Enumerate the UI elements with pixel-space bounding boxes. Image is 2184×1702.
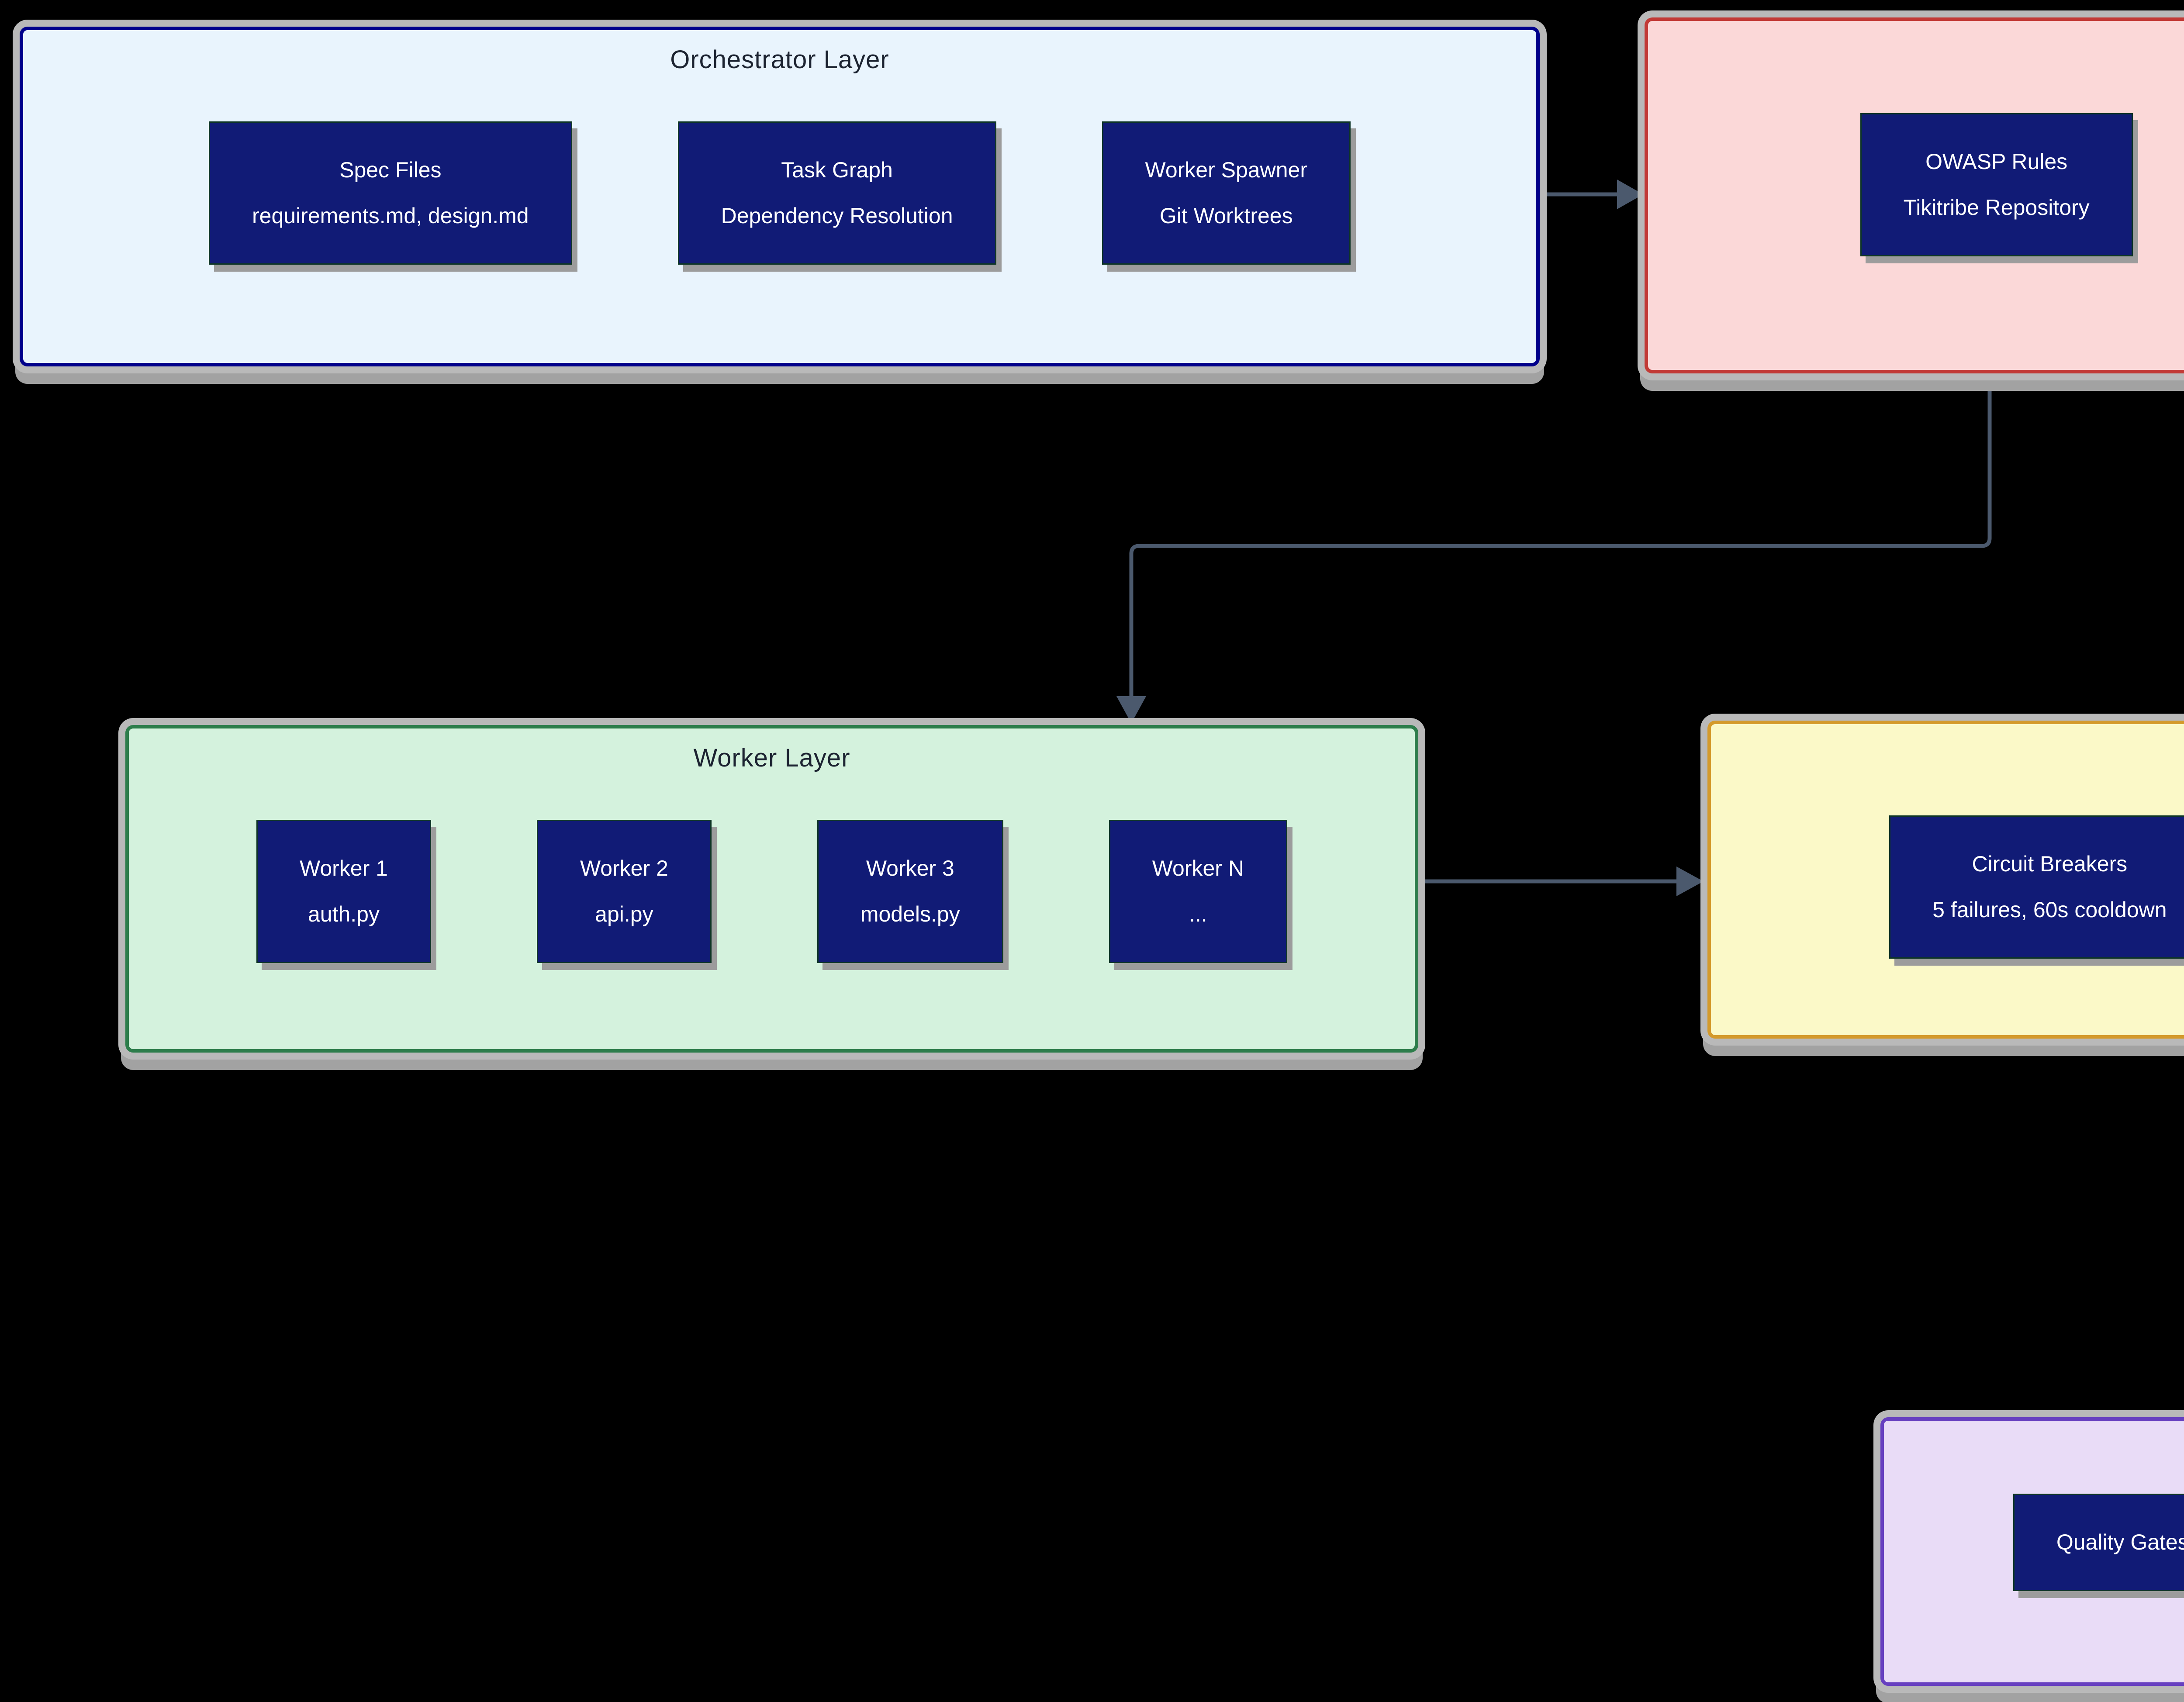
node-line: Tikitribe Repository bbox=[1903, 195, 2090, 220]
arrow-worker-to-resilience bbox=[1419, 867, 1704, 896]
node-quality-gates: Quality Gates bbox=[2013, 1493, 2184, 1591]
node-line: Worker Spawner bbox=[1145, 158, 1307, 182]
node-owasp-rules: OWASP Rules Tikitribe Repository bbox=[1860, 113, 2133, 256]
node-line: Task Graph bbox=[781, 158, 893, 182]
node-worker-n: Worker N ... bbox=[1109, 820, 1287, 963]
node-line: api.py bbox=[595, 902, 653, 926]
orchestrator-layer-container: Orchestrator Layer Spec Files requiremen… bbox=[20, 27, 1540, 366]
resilience-nodes-row: Circuit Breakers 5 failures, 60s cooldow… bbox=[1711, 793, 2184, 981]
output-layer-container: Output Layer Quality Gates Level Merge A… bbox=[1880, 1417, 2184, 1686]
arrow-orchestrator-to-security bbox=[1541, 180, 1643, 209]
worker-nodes-row: Worker 1 auth.py Worker 2 api.py Worker … bbox=[129, 797, 1415, 985]
node-line: Worker 1 bbox=[300, 856, 388, 880]
worker-layer-container: Worker Layer Worker 1 auth.py Worker 2 a… bbox=[125, 725, 1418, 1053]
node-line: Circuit Breakers bbox=[1972, 852, 2128, 876]
node-line: Spec Files bbox=[339, 158, 442, 182]
node-worker-spawner: Worker Spawner Git Worktrees bbox=[1102, 121, 1351, 265]
node-line: Quality Gates bbox=[2056, 1529, 2184, 1554]
node-circuit-breakers: Circuit Breakers 5 failures, 60s cooldow… bbox=[1889, 815, 2184, 959]
security-layer-title: Security Layer bbox=[1648, 21, 2184, 52]
node-spec-files: Spec Files requirements.md, design.md bbox=[209, 121, 572, 265]
node-line: ... bbox=[1189, 902, 1207, 926]
node-line: models.py bbox=[860, 902, 960, 926]
node-line: 5 failures, 60s cooldown bbox=[1932, 898, 2167, 922]
node-line: Git Worktrees bbox=[1159, 204, 1293, 228]
node-line: Dependency Resolution bbox=[721, 204, 953, 228]
node-line: OWASP Rules bbox=[1925, 149, 2068, 174]
node-line: Worker 3 bbox=[866, 856, 954, 880]
resilience-layer-title: Resilience Layer bbox=[1711, 724, 2184, 755]
output-layer-title: Output Layer bbox=[1884, 1421, 2184, 1451]
security-nodes-row: OWASP Rules Tikitribe Repository Contain… bbox=[1648, 90, 2184, 279]
security-layer-container: Security Layer OWASP Rules Tikitribe Rep… bbox=[1645, 17, 2184, 373]
output-nodes-row: Quality Gates Level Merge Audit Log bbox=[1884, 1490, 2184, 1595]
arrow-security-to-worker bbox=[1116, 372, 1992, 723]
orchestrator-nodes-row: Spec Files requirements.md, design.md Ta… bbox=[23, 99, 1536, 287]
node-worker-2: Worker 2 api.py bbox=[536, 820, 712, 963]
resilience-layer-container: Resilience Layer Circuit Breakers 5 fail… bbox=[1707, 721, 2184, 1039]
node-line: Worker 2 bbox=[580, 856, 668, 880]
node-task-graph: Task Graph Dependency Resolution bbox=[677, 121, 996, 265]
node-worker-3: Worker 3 models.py bbox=[817, 820, 1003, 963]
orchestrator-layer-title: Orchestrator Layer bbox=[670, 45, 889, 74]
node-line: requirements.md, design.md bbox=[252, 204, 529, 228]
node-line: Worker N bbox=[1152, 856, 1244, 880]
node-worker-1: Worker 1 auth.py bbox=[256, 820, 431, 963]
node-line: auth.py bbox=[308, 902, 380, 926]
worker-layer-title: Worker Layer bbox=[693, 744, 850, 772]
